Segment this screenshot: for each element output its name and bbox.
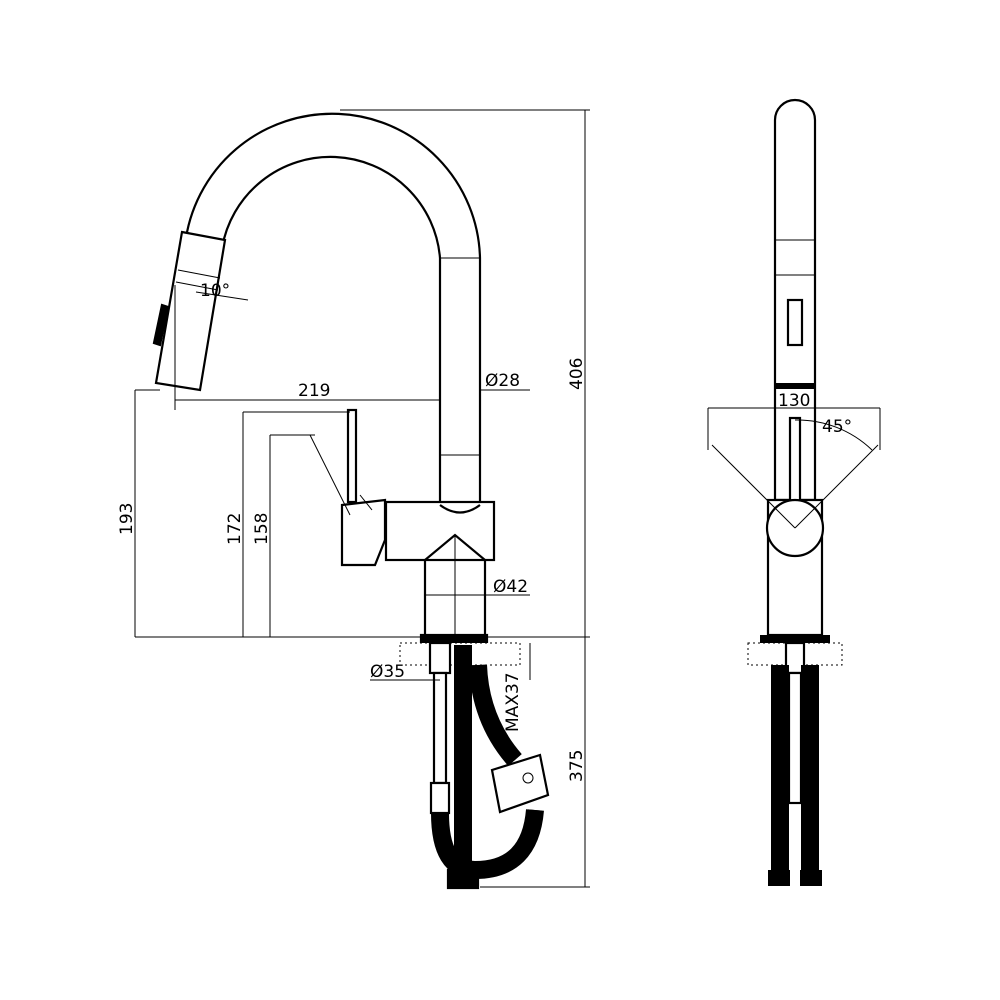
spray-button (786, 298, 804, 347)
handle-height-label: 172 (225, 513, 245, 545)
front-view: 130 45° (707, 98, 881, 886)
body-diameter-label: Ø42 (493, 577, 528, 597)
handle (270, 408, 387, 567)
faucet-body (384, 500, 496, 635)
supply-hoses (431, 645, 550, 880)
spout (183, 112, 482, 505)
total-height-label: 406 (567, 358, 587, 390)
spout-diameter-label: Ø28 (485, 371, 520, 391)
spout-outlet-height-label: 193 (117, 503, 137, 535)
spout-reach-label: 219 (298, 381, 330, 401)
pull-down-spray-head (152, 230, 249, 410)
under-deck-length-label: 375 (567, 750, 587, 782)
max-deck-thickness-label: MAX37 (503, 672, 523, 732)
head-tilt-angle-label: 10° (200, 281, 230, 301)
dimension-lines (134, 109, 590, 888)
handle-angle-label: 45° (822, 417, 852, 437)
handle-swing-label: 130 (778, 391, 810, 411)
front-handle (788, 416, 802, 510)
handle-low-height-label: 158 (252, 513, 272, 545)
mounting-hole-label: Ø35 (370, 662, 405, 682)
side-view: 219 Ø28 Ø42 Ø35 10° 406 375 193 172 158 … (117, 109, 590, 890)
